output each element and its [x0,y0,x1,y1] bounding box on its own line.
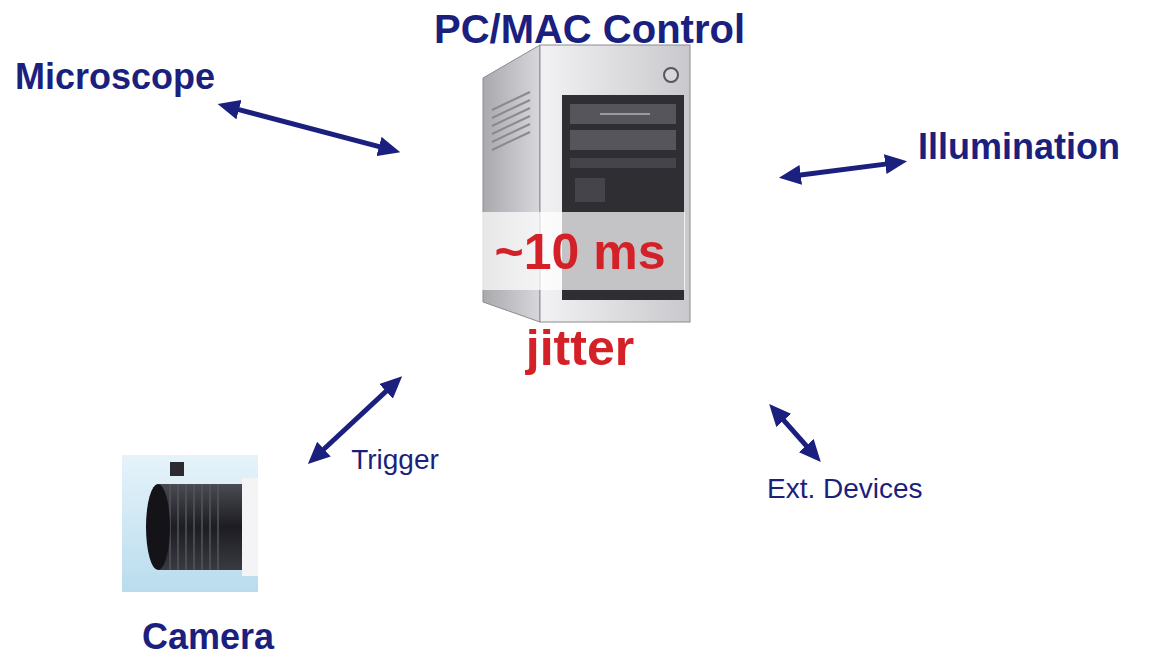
jitter-note: ~10 ms jitter [465,204,695,396]
node-label: Camera [114,616,302,658]
node-label: Illumination [915,122,1123,172]
double-arrow [793,163,893,176]
node-heading: PC/MAC Control [408,6,771,52]
double-arrow [778,414,811,451]
edge-label: Trigger [347,442,443,478]
double-arrow [231,108,387,149]
pc-tower [470,45,690,322]
node-label: Microscope [12,52,218,102]
device-label: Microscope [12,52,218,102]
camera-picture [122,455,258,592]
device-label: Ext. Devices [763,468,927,510]
camera-node: Camera [114,452,302,662]
node-label: Ext. Devices [763,468,927,510]
computer-node: PC/MAC Control ~10 ms jitter [408,6,771,398]
device-label: Illumination [915,122,1123,172]
